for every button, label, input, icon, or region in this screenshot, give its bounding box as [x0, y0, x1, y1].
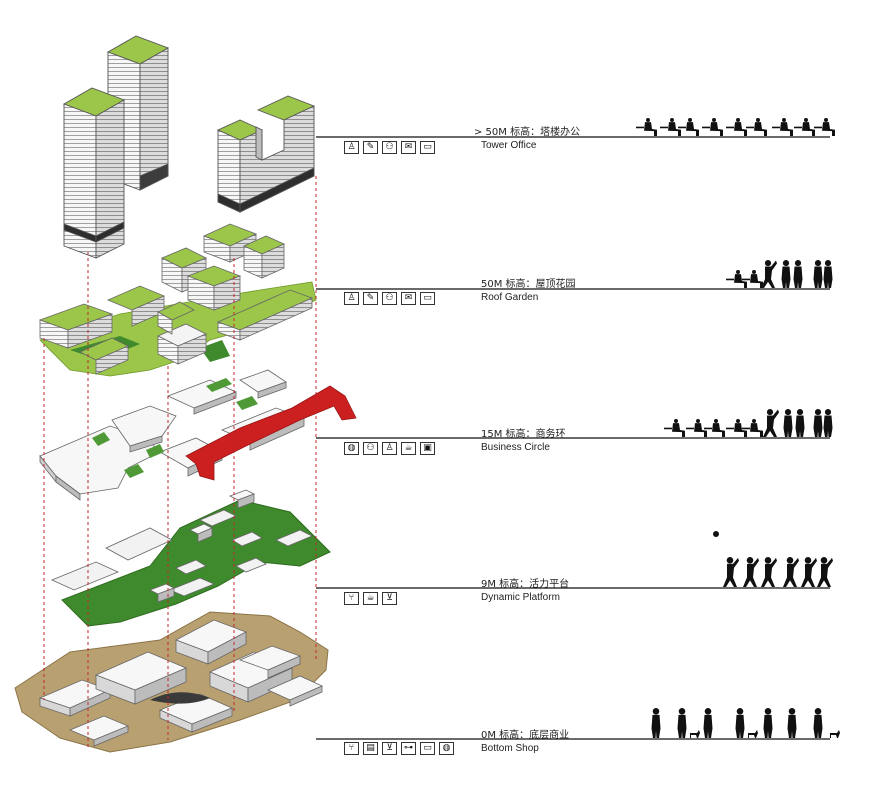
person-silhouette-icon [702, 118, 723, 136]
person-silhouette-icon [793, 260, 803, 288]
person-silhouette-icon [664, 419, 685, 437]
person-silhouette-icon [703, 708, 713, 738]
person-silhouette-icon [726, 270, 747, 288]
ground-level-layer [14, 611, 329, 753]
person-silhouette-icon [823, 260, 833, 288]
dog-silhouette-icon [690, 730, 700, 738]
person-silhouette-icon [783, 557, 799, 587]
person-silhouette-icon [801, 557, 817, 587]
people-silhouettes [636, 118, 840, 738]
person-silhouette-icon [677, 708, 687, 738]
ball-icon [713, 531, 719, 537]
roof-buildings [38, 223, 314, 375]
dog-silhouette-icon [748, 730, 758, 738]
person-silhouette-icon [772, 118, 793, 136]
tower-u-shaped [216, 95, 316, 213]
person-silhouette-icon [726, 118, 747, 136]
person-silhouette-icon [823, 409, 833, 437]
person-silhouette-icon [761, 557, 777, 587]
person-silhouette-icon [726, 419, 747, 437]
person-silhouette-icon [761, 260, 777, 288]
person-silhouette-icon [783, 409, 793, 437]
person-silhouette-icon [704, 419, 725, 437]
level-lines [316, 136, 830, 740]
person-silhouette-icon [781, 260, 791, 288]
person-silhouette-icon [651, 708, 661, 738]
person-silhouette-icon [813, 708, 823, 738]
person-silhouette-icon [686, 419, 707, 437]
person-silhouette-icon [817, 557, 833, 587]
person-silhouette-icon [763, 409, 779, 437]
business-green-accents [92, 378, 258, 478]
platform-small-blocks [149, 489, 255, 603]
person-silhouette-icon [742, 270, 763, 288]
person-silhouette-icon [743, 557, 759, 587]
ground-dark-path [150, 692, 210, 704]
person-silhouette-icon [742, 419, 763, 437]
dog-silhouette-icon [830, 730, 840, 738]
towers-layer [62, 35, 316, 259]
vertical-dashed-guides [43, 176, 317, 748]
tower-front [62, 87, 126, 259]
person-silhouette-icon [813, 409, 823, 437]
person-silhouette-icon [813, 260, 823, 288]
person-silhouette-icon [795, 409, 805, 437]
person-silhouette-icon [787, 708, 797, 738]
person-silhouette-icon [746, 118, 767, 136]
person-silhouette-icon [678, 118, 699, 136]
person-silhouette-icon [735, 708, 745, 738]
person-silhouette-icon [723, 557, 739, 587]
person-silhouette-icon [794, 118, 815, 136]
roof-garden-layer [38, 223, 317, 377]
business-red-walkway [185, 385, 357, 481]
person-silhouette-icon [814, 118, 835, 136]
dynamic-platform-layer [50, 489, 331, 627]
roof-dark-green-path-2 [200, 340, 230, 362]
person-silhouette-icon [763, 708, 773, 738]
platform-white-pads [50, 509, 313, 597]
ground-buildings [38, 619, 323, 747]
business-circle-layer [39, 369, 357, 501]
person-silhouette-icon [660, 118, 681, 136]
person-silhouette-icon [636, 118, 657, 136]
